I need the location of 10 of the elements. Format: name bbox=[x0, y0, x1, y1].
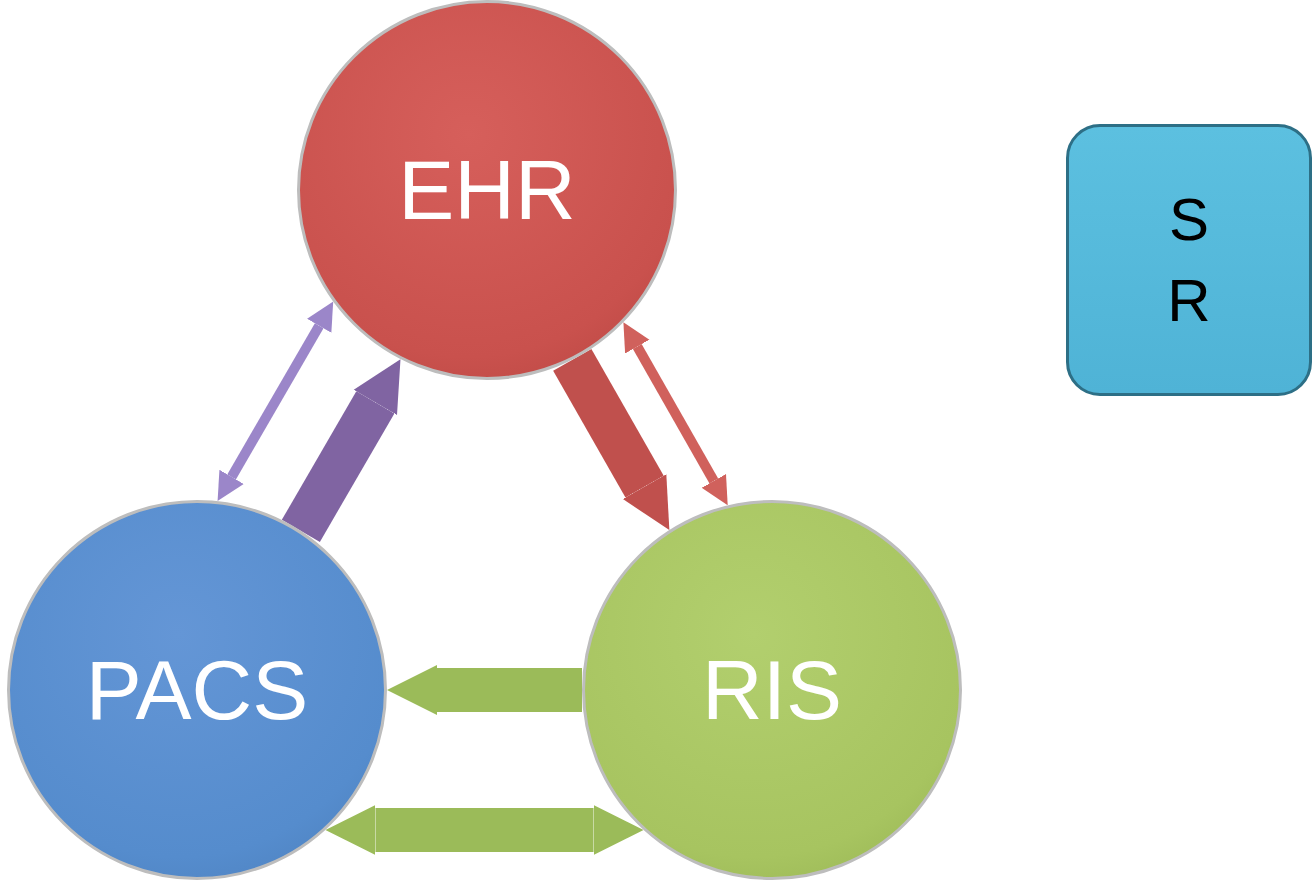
node-label: EHR bbox=[398, 141, 576, 239]
block-arrow bbox=[553, 348, 670, 531]
node-label: PACS bbox=[85, 641, 309, 739]
block-arrow bbox=[325, 805, 644, 855]
arrow bbox=[217, 301, 334, 502]
system-box bbox=[1066, 124, 1312, 396]
arrow bbox=[623, 322, 728, 506]
block-arrow bbox=[281, 359, 401, 542]
node-label: RIS bbox=[702, 641, 842, 739]
node-label: S R bbox=[1166, 185, 1212, 336]
